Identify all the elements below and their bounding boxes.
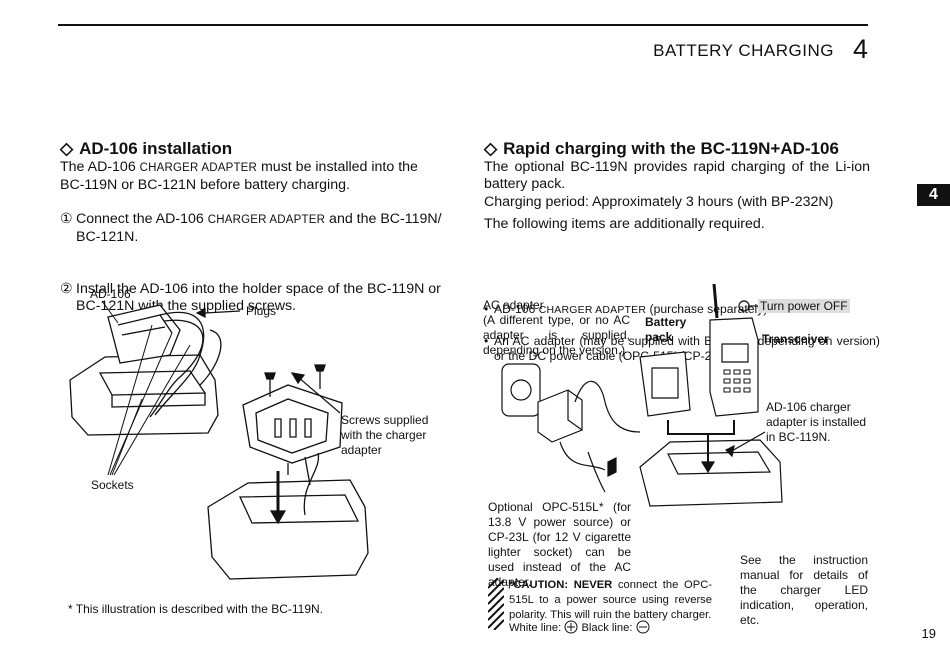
diamond-icon: ◇ (60, 139, 74, 158)
illustration-footnote: * This illustration is described with th… (68, 602, 323, 616)
wall-outlet (502, 364, 540, 416)
required-items-heading: The following items are additionally req… (484, 216, 765, 232)
page-number: 19 (921, 626, 936, 641)
heading-text: AD-106 installation (79, 139, 233, 158)
heading-text: Rapid charging with the BC-119N+AD-106 (503, 139, 839, 158)
battery-pack (640, 352, 690, 416)
ad106-intro: The AD-106 charger adapter must be insta… (60, 159, 418, 193)
polarity-legend: White line: Black line: (509, 620, 650, 634)
plus-circle-icon (564, 620, 578, 634)
label-turn-power-off: Turn power OFF (758, 299, 850, 313)
charger-front (208, 480, 368, 579)
rapid-charging-heading: ◇ Rapid charging with the BC-119N+AD-106 (484, 139, 839, 159)
label-sockets: Sockets (91, 478, 134, 492)
ac-adapter (538, 390, 582, 442)
label-ac-note: (A different type, or no AC adapter is s… (483, 313, 630, 357)
step-number: ② (60, 281, 73, 297)
ad106-installation-illustration (60, 285, 460, 600)
top-rule (58, 24, 868, 26)
label-transceiver: Transceiver (762, 332, 829, 346)
step-number: ① (60, 211, 73, 227)
ad106-heading: ◇ AD-106 installation (60, 139, 232, 159)
label-ad106: AD-106 (90, 287, 131, 301)
label-battery-pack: Battery pack (645, 315, 687, 344)
label-plugs: Plugs (246, 304, 277, 318)
transceiver (710, 318, 758, 416)
chapter-title: BATTERY CHARGING (653, 41, 834, 60)
adapter-body (108, 305, 180, 363)
label-ad106-installed: AD-106 charger adapter is installed in B… (766, 400, 867, 444)
charging-period: Charging period: Approximately 3 hours (… (484, 194, 834, 210)
caution-note: *CAUTION: NEVER connect the OPC-515L to … (509, 579, 712, 621)
label-optional-cable: Optional OPC-515L* (for 13.8 V power sou… (488, 500, 631, 589)
caution-hatch-icon (488, 578, 504, 630)
minus-circle-icon (636, 620, 650, 634)
label-see-manual: See the instruction manual for details o… (740, 553, 868, 627)
rapid-charging-illustration (490, 282, 870, 512)
section-tab[interactable]: 4 (917, 184, 950, 206)
chapter-number: 4 (852, 34, 868, 64)
diamond-icon: ◇ (484, 139, 498, 158)
bullet-ad106: •AD-106 charger adapter (purchase separa… (484, 302, 768, 316)
rapid-intro: The optional BC-119N provides rapid char… (484, 159, 870, 192)
label-screws: Screws supplied with the charger adapter (341, 413, 429, 457)
label-ac-adapter: AC adapter (483, 298, 544, 312)
